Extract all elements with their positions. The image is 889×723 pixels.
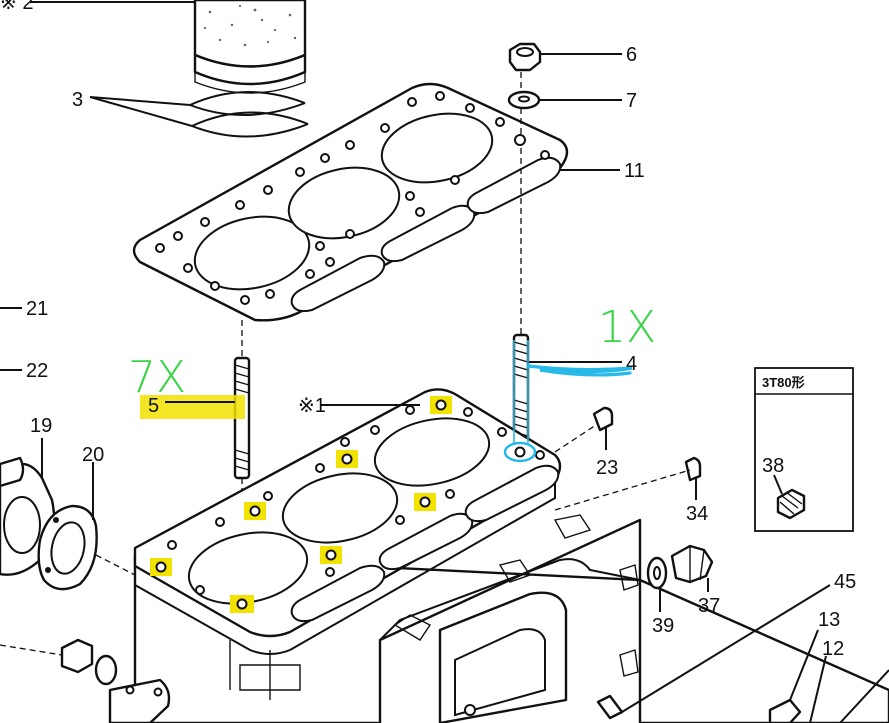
annotation-1x: 1X — [598, 302, 656, 353]
cyan-scribble — [526, 364, 633, 377]
label-part-13: 13 — [818, 609, 840, 631]
part-labels: ※ 2 3 6 7 11 4 5 ※1 21 22 19 20 23 34 39… — [0, 0, 856, 660]
label-part-4: 4 — [626, 353, 637, 375]
drain-plug-37 — [670, 544, 714, 584]
cylinder-liner — [193, 0, 307, 94]
label-part-2: ※ 2 — [0, 0, 33, 14]
label-part-45: 45 — [834, 571, 856, 593]
label-part-22: 22 — [26, 360, 48, 382]
annotation-7x: 7X — [128, 352, 186, 403]
label-part-38: 38 — [762, 455, 784, 477]
pin-34 — [684, 456, 702, 482]
label-part-1: ※1 — [298, 395, 326, 417]
label-part-20: 20 — [82, 444, 104, 466]
leader-lines — [0, 1, 827, 723]
piston-rings — [189, 91, 309, 138]
inset-title: 3T80形 — [762, 375, 805, 390]
label-part-21: 21 — [26, 298, 48, 320]
plug-23 — [592, 406, 614, 432]
head-gasket — [132, 82, 569, 322]
bolt-45 — [596, 584, 831, 720]
label-part-7: 7 — [626, 90, 637, 112]
inset-box — [754, 367, 854, 532]
cyan-stud-outline — [513, 340, 529, 445]
label-5-highlight — [140, 395, 245, 419]
cylinder-block — [133, 388, 889, 723]
label-part-23: 23 — [596, 457, 618, 479]
label-part-39: 39 — [652, 615, 674, 637]
parts-12-13 — [768, 669, 889, 723]
label-part-34: 34 — [686, 503, 708, 525]
label-part-6: 6 — [626, 44, 637, 66]
label-part-12: 12 — [822, 638, 844, 660]
label-part-19: 19 — [30, 415, 52, 437]
lower-left-fitting — [0, 638, 171, 723]
washer-39 — [646, 556, 668, 590]
label-part-37: 37 — [698, 595, 720, 617]
elbow-gasket — [37, 504, 98, 591]
nut — [508, 42, 542, 72]
label-part-3: 3 — [72, 89, 83, 111]
washer — [507, 90, 541, 110]
label-part-5: 5 — [148, 395, 159, 417]
label-part-11: 11 — [624, 160, 645, 182]
